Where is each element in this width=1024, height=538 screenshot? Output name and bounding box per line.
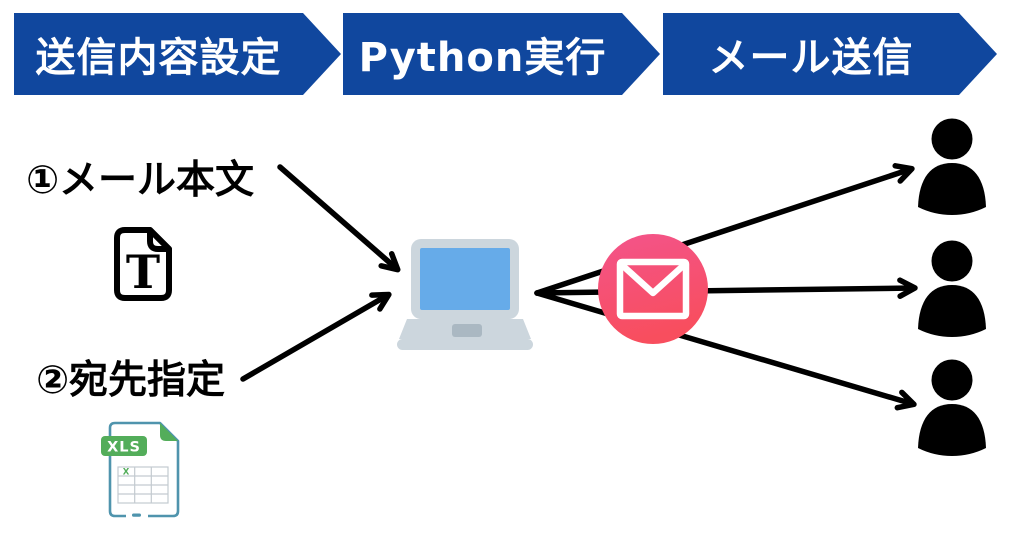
xls-badge <box>101 436 147 456</box>
step-banner-mail-send: メール送信 <box>663 13 997 95</box>
step-banner-label: メール送信 <box>708 35 914 81</box>
laptop-screen <box>420 248 510 310</box>
step-banner-label: 送信内容設定 <box>35 35 282 81</box>
label-recipient-spec: ②宛先指定 <box>36 358 226 403</box>
label-mail-body: ①メール本文 <box>26 158 255 203</box>
laptop-icon <box>397 239 533 350</box>
xls-badge-label: XLS <box>107 440 141 456</box>
envelope-body <box>616 258 690 320</box>
xls-grid <box>117 466 169 504</box>
arrow-laptop-to-recipient-2 <box>534 277 918 299</box>
laptop-touchpad <box>452 324 482 337</box>
step-banner-label: Python実行 <box>358 35 607 81</box>
xls-folded-corner <box>160 423 178 441</box>
recipient-icon-2 <box>918 240 986 337</box>
envelope-flap <box>618 261 688 297</box>
recipient-icon-1 <box>918 118 986 215</box>
arrow-mailbody-to-laptop <box>277 164 401 273</box>
text-file-letter: T <box>126 245 160 299</box>
xls-file-icon: X XLS <box>101 421 180 518</box>
step-banner-python-run: Python実行 <box>343 13 660 95</box>
arrow-laptop-to-recipient-1 <box>534 163 915 296</box>
step-banner-content-setup: 送信内容設定 <box>14 13 341 95</box>
arrow-recipients-to-laptop <box>240 291 392 382</box>
envelope-icon <box>598 234 708 344</box>
text-file-icon: T <box>114 227 172 301</box>
recipient-icon-3 <box>918 359 986 456</box>
arrow-laptop-to-recipient-3 <box>534 290 917 411</box>
laptop-base <box>397 339 533 350</box>
xls-cell-mark: X <box>123 468 130 478</box>
